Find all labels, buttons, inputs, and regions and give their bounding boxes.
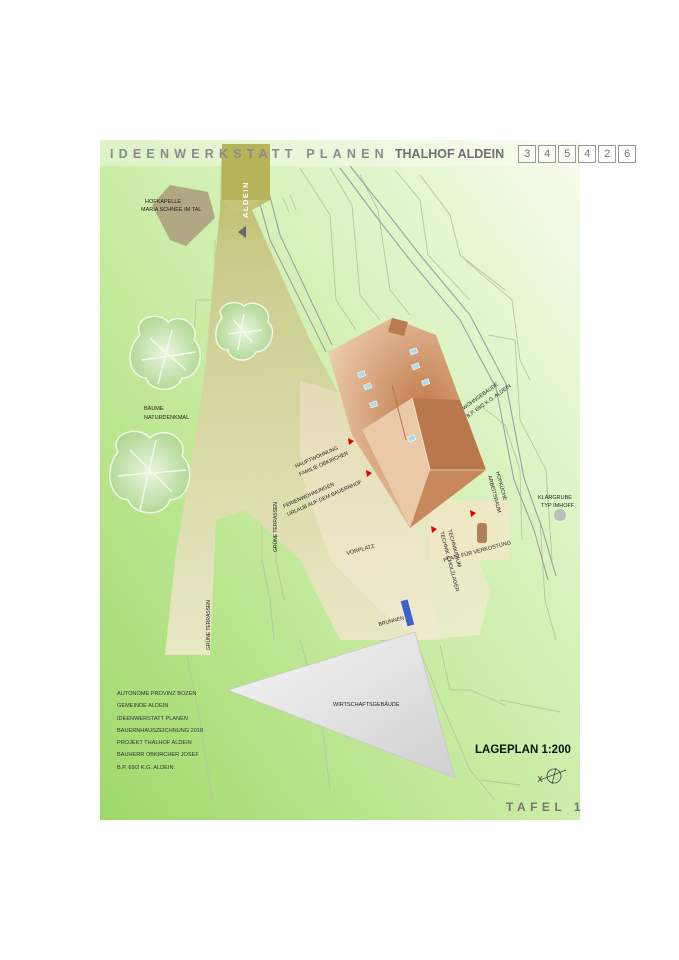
label-chapel-line2: MARIA SCHNEE IM TAL — [141, 207, 201, 213]
header-title: IDEENWERKSTATT PLANEN — [110, 147, 389, 161]
septic-tank-icon — [554, 509, 566, 521]
header-box: 6 — [618, 145, 637, 163]
entrance-arrows — [348, 438, 476, 533]
header-box: 4 — [578, 145, 597, 163]
header-box: 4 — [538, 145, 557, 163]
forecourt-area — [300, 380, 490, 640]
label-trees-line1: BÄUME — [144, 405, 164, 412]
arrow-tech-room-icon — [431, 526, 437, 533]
tree-group-top — [215, 301, 274, 361]
imprint-block: AUTONOME PROVINZ BOZEN GEMEINDE ALDEIN I… — [117, 688, 287, 774]
arrow-main-flat-icon — [348, 438, 354, 445]
label-septic-line2: TYP IMHOFF — [541, 503, 575, 509]
label-septic-line1: KLÄRGRUBE — [538, 494, 572, 501]
label-utility-building: WIRTSCHAFTSGEBÄUDE — [333, 701, 400, 708]
chapel-building — [152, 185, 215, 246]
north-arrow-icon — [537, 767, 567, 785]
header-project: THALHOF ALDEIN — [394, 147, 505, 161]
label-terraces-left: GRÜNE TERRASSEN — [205, 600, 212, 650]
label-road: ALDEIN — [241, 181, 250, 218]
imprint-line: BAUHERR OBKIRCHER JOSEF — [117, 752, 199, 759]
direction-arrow-icon — [238, 226, 246, 238]
header-box: 3 — [518, 145, 537, 163]
road-top-segment — [222, 144, 270, 200]
wood-storage — [477, 523, 487, 543]
imprint-line: B.P. 69/2 K.G. ALDEIN — [117, 764, 174, 771]
imprint-line: GEMEINDE ALDEIN — [117, 703, 169, 710]
imprint-line: AUTONOME PROVINZ BOZEN — [117, 691, 197, 697]
imprint-line: BAUERNHAUSZEICHNUNG 2018 — [117, 727, 204, 734]
arrow-holiday-flat-icon — [366, 470, 372, 477]
label-chapel-line1: HOFKAPELLE — [145, 199, 181, 205]
fountain — [400, 599, 415, 627]
tree-group-bottom — [109, 430, 191, 514]
label-terraces-mid: GRÜNE TERRASSEN — [272, 502, 279, 552]
imprint-line: IDEENWERSTATT PLANEN — [117, 715, 188, 722]
header-number-boxes: 3 4 5 4 2 6 — [518, 145, 638, 163]
farmhouse-roof — [328, 318, 486, 528]
road-bend — [222, 200, 262, 212]
header-band — [100, 140, 580, 166]
roof-windows — [357, 347, 431, 443]
imprint-line: PROJEKT THALHOF ALDEIN — [117, 740, 192, 747]
header-box: 2 — [598, 145, 617, 163]
arrow-kitchen-icon — [470, 510, 476, 517]
label-trees-line2: NATURDENKMAL — [144, 415, 189, 421]
sheet-number: TAFEL 1 — [506, 800, 586, 814]
tree-group-middle — [129, 315, 201, 390]
utility-building — [226, 631, 456, 779]
sheet-header: IDEENWERKSTATT PLANEN THALHOF ALDEIN 3 4… — [110, 145, 638, 163]
header-box: 5 — [558, 145, 577, 163]
scale-label: LAGEPLAN 1:200 — [475, 744, 571, 756]
